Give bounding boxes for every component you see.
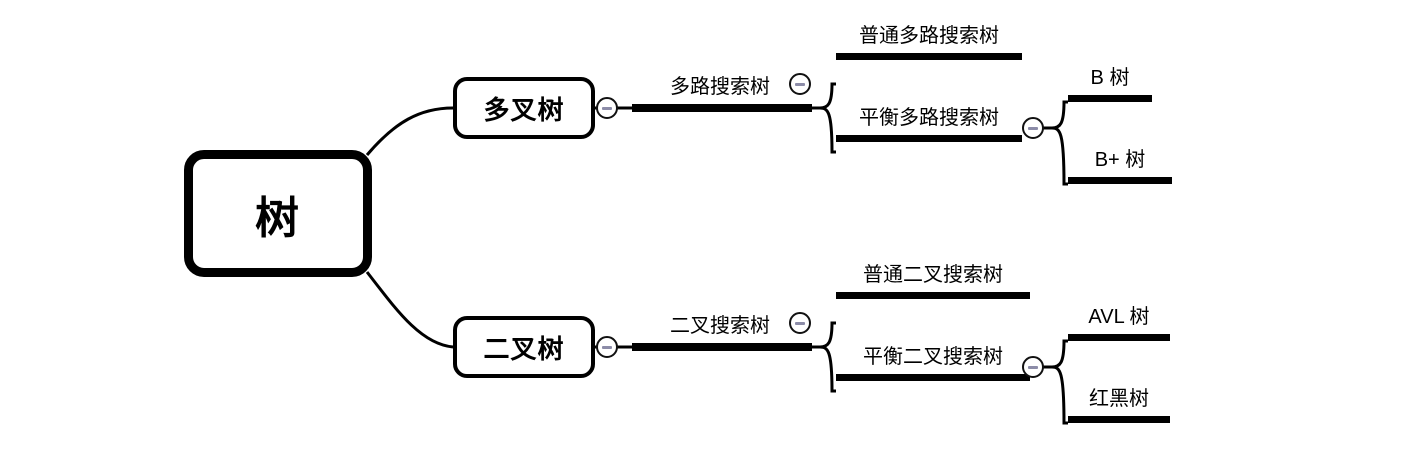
toggle-duochashu[interactable] <box>596 97 618 119</box>
leaf-node-red-black-tree[interactable]: 红黑树 <box>1068 388 1170 423</box>
leaf-node-b-tree[interactable]: B 树 <box>1068 67 1152 102</box>
edge-bar-erchasousuoshu <box>632 343 812 351</box>
leaf-node-avl-tree[interactable]: AVL 树 <box>1068 306 1170 341</box>
branch-node-erchashu[interactable]: 二叉树 <box>453 316 595 378</box>
leaf-node-putong-duolu[interactable]: 普通多路搜索树 <box>836 24 1022 60</box>
root-node-label: 树 <box>255 193 301 243</box>
leaf-node-bplus-tree[interactable]: B+ 树 <box>1068 149 1172 184</box>
edge-bar-duolusousuoshu <box>632 104 812 112</box>
minus-icon <box>602 345 612 349</box>
minus-icon <box>602 106 612 110</box>
minus-icon <box>1028 126 1038 130</box>
toggle-erchasousuoshu[interactable] <box>789 312 811 334</box>
branch-node-duochashu[interactable]: 多叉树 <box>453 77 595 139</box>
edge-label-erchasousuoshu: 二叉搜索树 <box>670 315 770 337</box>
toggle-duolusousuoshu[interactable] <box>789 73 811 95</box>
leaf-node-putong-ercha[interactable]: 普通二叉搜索树 <box>836 263 1030 299</box>
branch-node-label: 多叉树 <box>483 94 565 125</box>
minus-icon <box>795 82 805 86</box>
minus-icon <box>1028 365 1038 369</box>
leaf-node-pingheng-ercha[interactable]: 平衡二叉搜索树 <box>836 345 1030 381</box>
root-node[interactable]: 树 <box>184 150 372 277</box>
minus-icon <box>795 321 805 325</box>
toggle-pingheng-ercha[interactable] <box>1022 356 1044 378</box>
leaf-node-pingheng-duolu[interactable]: 平衡多路搜索树 <box>836 106 1022 142</box>
toggle-erchashu[interactable] <box>596 336 618 358</box>
toggle-pingheng-duolu[interactable] <box>1022 117 1044 139</box>
edge-label-duolusousuoshu: 多路搜索树 <box>670 76 770 98</box>
branch-node-label: 二叉树 <box>483 333 565 364</box>
